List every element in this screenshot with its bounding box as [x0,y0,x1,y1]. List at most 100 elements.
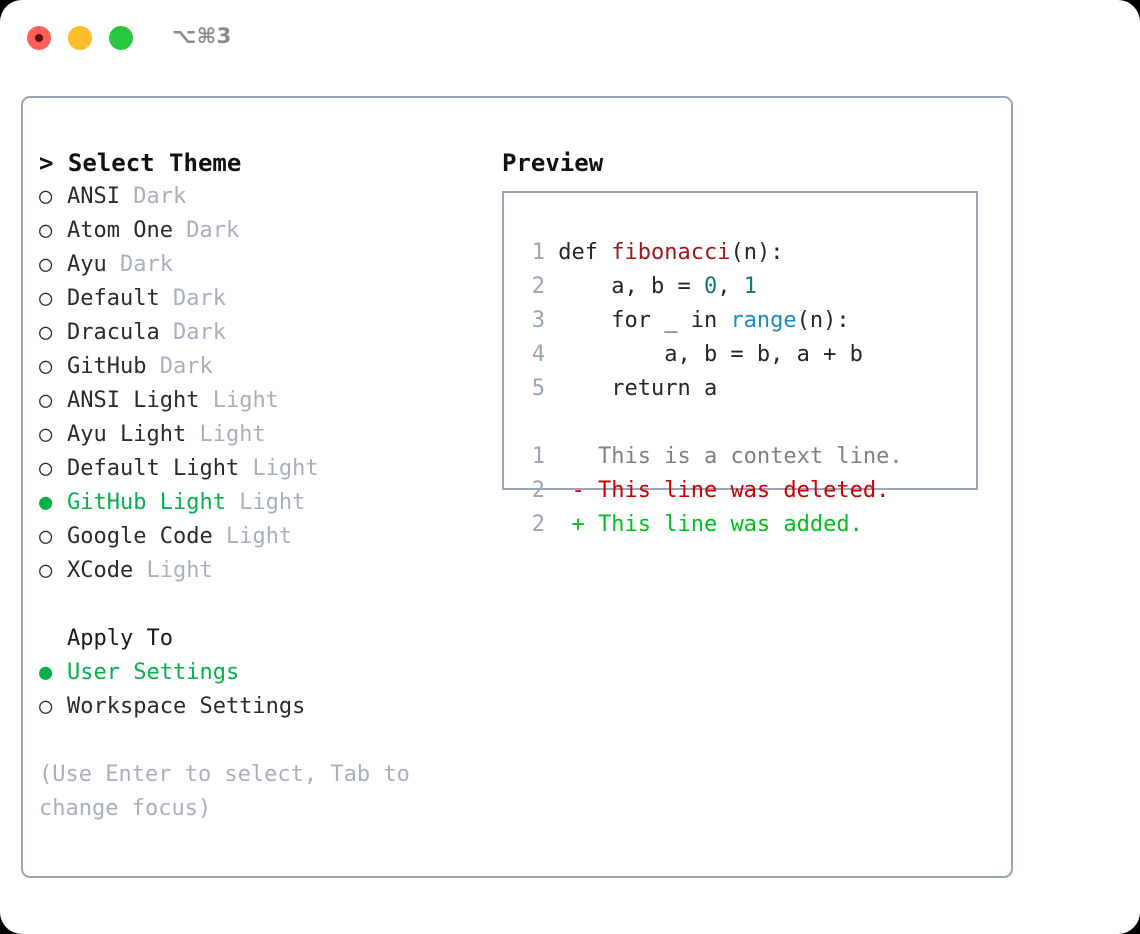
theme-option-xcode[interactable]: ○XCode Light [39,554,479,588]
diff-block: 1 This is a context line.2 - This line w… [523,440,970,542]
theme-option-atom-one[interactable]: ○ Atom One Dark [39,214,479,248]
code-token: def [558,240,612,265]
theme-option-variant: Dark [172,320,226,345]
radio-unselected-icon: ○ [39,694,53,719]
theme-option-label: GitHub [67,354,160,379]
gutter-space [545,444,572,469]
radio-unselected-icon: ○ [39,388,53,413]
apply-to-option-label: User Settings [67,660,240,685]
radio-unselected-icon: ○ [39,354,53,379]
theme-option-ayu[interactable]: ○Ayu Dark [39,248,479,282]
radio-unselected-icon: ○ [39,252,53,277]
line-number: 1 [531,444,545,469]
code-token: return a [558,376,718,401]
code-token: a, b = b, a + b [558,342,863,367]
code-line: 1 def fibonacci(n): [523,236,970,270]
diff-line: 2 - This line was deleted. [523,474,970,508]
apply-to-title: Apply To [67,626,173,651]
code-token: 0 [703,274,718,299]
theme-option-variant: Light [225,524,293,549]
theme-option-label: Atom One [67,218,187,243]
spacer-2 [39,724,479,758]
keyboard-hint-text: (Use Enter to select, Tab to change focu… [39,762,424,821]
theme-picker-heading: > Select Theme [39,149,242,177]
diff-text: + This line was added. [571,512,863,537]
preview-heading: Preview [502,149,604,177]
theme-option-ayu-light[interactable]: ○Ayu Light Light [39,418,479,452]
code-line: 5 return a [523,372,970,406]
code-line: 3 for _ in range(n): [523,304,970,338]
theme-list: ○ANSI Dark○Atom One Dark○Ayu Dark○Defaul… [39,180,479,588]
keyboard-shortcut-label: ⌥⌘3 [172,24,232,48]
theme-option-variant: Light [239,490,306,515]
diff-text: This is a context line. [571,444,903,469]
theme-option-label: Default Light [67,456,253,481]
apply-to-list: ● User Settings ○ Workspace Settings [39,656,479,724]
theme-option-label: ANSI Light [67,388,213,413]
theme-option-github[interactable]: ○ GitHub Dark [39,350,479,384]
theme-picker-panel: > Select Theme ○ANSI Dark○Atom One Dark○… [39,146,479,826]
theme-option-variant: Dark [133,184,187,209]
line-number: 2 [531,478,545,503]
radio-unselected-icon: ○ [39,218,53,243]
radio-unselected-icon: ○ [39,524,53,549]
code-token: fibonacci [611,240,731,265]
radio-unselected-icon: ○ [39,184,53,209]
theme-option-label: Ayu [67,252,120,277]
theme-option-default-light[interactable]: ○Default Light Light [39,452,479,486]
gutter-space [545,308,558,333]
zoom-button[interactable] [109,26,133,50]
apply-to-option-user-settings[interactable]: ● User Settings [39,656,479,690]
line-number: 5 [531,376,545,401]
radio-unselected-icon: ○ [39,320,53,345]
theme-option-variant: Dark [159,354,213,379]
diff-line: 1 This is a context line. [523,440,970,474]
code-token: 1 [743,274,757,299]
gutter-space [545,376,558,401]
radio-selected-icon: ● [39,490,53,515]
theme-option-github-light[interactable]: ● GitHub Light Light [39,486,479,520]
theme-option-variant: Light [146,558,213,583]
gutter-space [545,478,572,503]
code-token: range [730,308,797,333]
theme-option-google-code[interactable]: ○ Google Code Light [39,520,479,554]
theme-option-dracula[interactable]: ○ Dracula Dark [39,316,479,350]
line-number: 1 [531,240,545,265]
window-controls [27,26,133,50]
theme-option-label: Dracula [67,320,173,345]
code-token: (n): [730,240,784,265]
close-button[interactable] [27,26,51,50]
gutter-space [545,512,572,537]
code-token: for _ in [558,308,731,333]
theme-option-label: Default [67,286,173,311]
theme-option-ansi[interactable]: ○ ANSI Dark [39,180,479,214]
radio-unselected-icon: ○ [39,286,53,311]
code-line: 4 a, b = b, a + b [523,338,970,372]
theme-option-default[interactable]: ○Default Dark [39,282,479,316]
theme-option-variant: Light [252,456,319,481]
theme-option-ansi-light[interactable]: ○ANSI Light Light [39,384,479,418]
code-line: 2 a, b = 0, 1 [523,270,970,304]
spacer [39,588,479,622]
theme-option-label: ANSI [67,184,134,209]
theme-option-label: GitHub Light [67,490,240,515]
theme-option-variant: Dark [186,218,240,243]
radio-selected-icon: ● [39,660,53,685]
code-token: (n): [796,308,850,333]
theme-option-label: Google Code [67,524,226,549]
line-number: 4 [531,342,545,367]
apply-to-option-label: Workspace Settings [67,694,306,719]
apply-to-option-workspace-settings[interactable]: ○ Workspace Settings [39,690,479,724]
radio-unselected-icon: ○ [39,558,53,583]
code-spacer [523,406,970,440]
minimize-button[interactable] [68,26,92,50]
diff-text: - This line was deleted. [571,478,890,503]
gutter-space [545,274,558,299]
theme-option-label: Ayu Light [67,422,200,447]
gutter-space [545,342,558,367]
gutter-space [545,240,558,265]
